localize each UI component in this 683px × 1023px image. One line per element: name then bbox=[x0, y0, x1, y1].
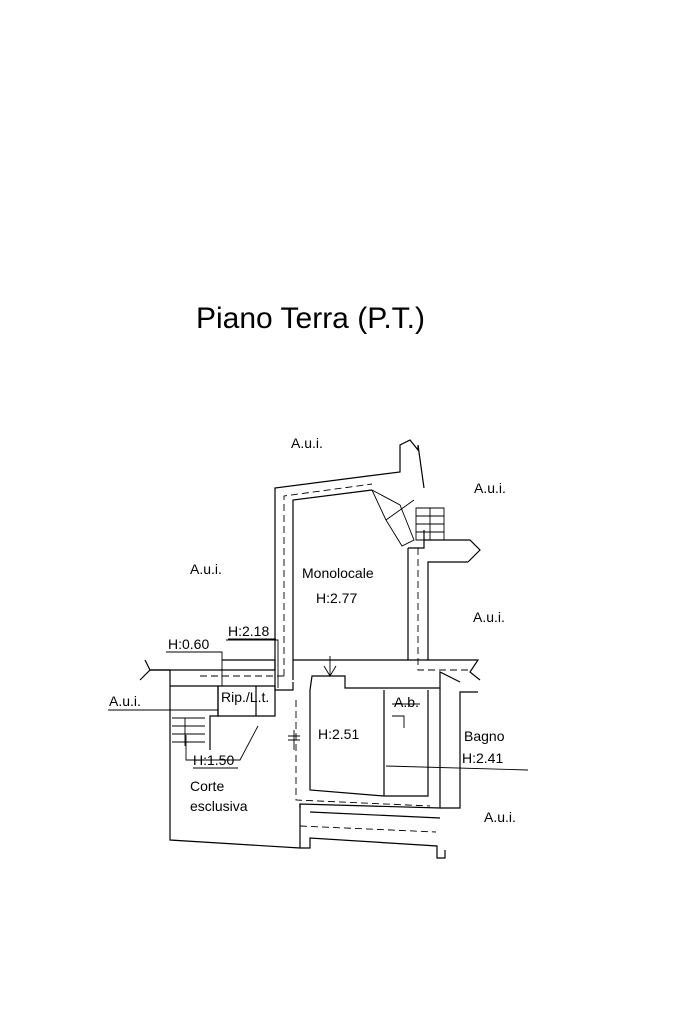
label-ab: A.b. bbox=[394, 694, 419, 710]
label-h-241: H:2.41 bbox=[462, 750, 503, 766]
entry-wedge bbox=[371, 489, 415, 547]
label-monolocale: Monolocale bbox=[302, 565, 374, 581]
label-aui-top: A.u.i. bbox=[291, 435, 323, 451]
bottom-corridor bbox=[299, 691, 478, 819]
plan-title: Piano Terra (P.T.) bbox=[196, 302, 425, 335]
label-aui-right-mid: A.u.i. bbox=[473, 609, 505, 625]
label-bagno: Bagno bbox=[464, 728, 505, 744]
label-underlines bbox=[168, 638, 276, 769]
label-aui-left: A.u.i. bbox=[190, 561, 222, 577]
mid-wall-top bbox=[293, 659, 481, 681]
inner-wall bbox=[292, 489, 373, 680]
door-marks bbox=[185, 656, 420, 761]
monolocale-right-wall bbox=[407, 548, 468, 661]
dashed-lines bbox=[200, 483, 470, 833]
outer-wall bbox=[274, 439, 425, 682]
label-aui-far-left: A.u.i. bbox=[109, 693, 141, 709]
label-esclusiva: esclusiva bbox=[190, 798, 248, 814]
label-h-251: H:2.51 bbox=[318, 726, 359, 742]
label-h-150: H:1.50 bbox=[193, 752, 234, 768]
stair-right bbox=[415, 507, 445, 541]
label-h-060: H:0.60 bbox=[168, 636, 209, 652]
label-h-monolocale: H:2.77 bbox=[316, 590, 357, 606]
label-h-218: H:2.18 bbox=[228, 623, 269, 639]
label-aui-right-top: A.u.i. bbox=[474, 480, 506, 496]
label-corte: Corte bbox=[190, 778, 224, 794]
right-stair-wall bbox=[408, 530, 481, 563]
mid-wall-bottom bbox=[274, 671, 461, 691]
stair-left bbox=[172, 717, 205, 746]
lower-rooms bbox=[299, 688, 446, 859]
label-rip-lt: Rip./L.t. bbox=[221, 689, 269, 705]
label-aui-bottom-right: A.u.i. bbox=[484, 809, 516, 825]
left-low-wall bbox=[139, 659, 276, 681]
walls bbox=[139, 439, 481, 859]
